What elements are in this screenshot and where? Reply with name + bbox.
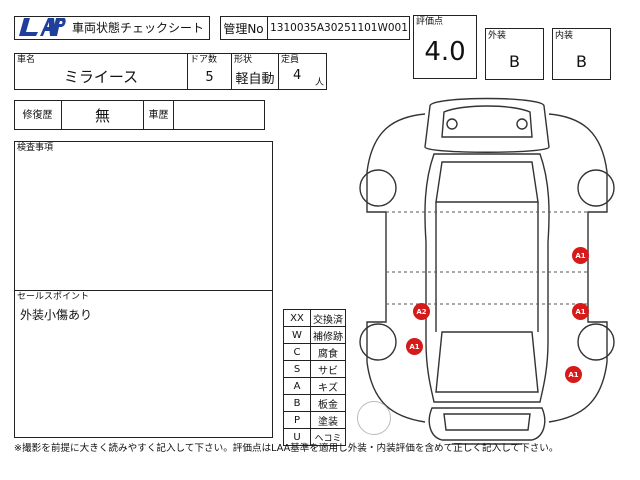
doors-label: ドア数 (190, 55, 218, 65)
legend-code: U (284, 429, 311, 445)
damage-mark: A1 (572, 247, 589, 264)
damage-mark: A2 (413, 303, 430, 320)
legend-code: XX (284, 310, 311, 326)
capacity-label: 定員 (281, 55, 300, 65)
overall-score-box: 評価点 4.0 (413, 15, 477, 79)
car-damage-diagram (359, 97, 615, 445)
legend-row: P 塗装 (283, 411, 346, 428)
doors-value: 5 (205, 69, 214, 85)
capacity-unit: 人 (315, 78, 325, 88)
wheel-rear-left-icon (359, 323, 397, 361)
sheet-title-box (14, 16, 210, 40)
footer-note: ※撮影を前提に大きく読みやすく記入して下さい。評価点はLAA基準を適用し外装・内… (14, 443, 559, 454)
car-name-value: ミライース (63, 67, 139, 86)
legend-code: A (284, 378, 311, 394)
interior-score-value: B (576, 51, 587, 71)
legend-meaning: 補修跡 (313, 331, 343, 343)
exterior-score-value: B (509, 51, 520, 71)
car-left-side (366, 113, 426, 423)
interior-score-label: 内装 (555, 31, 574, 41)
spare-tire-icon (357, 401, 391, 435)
inspection-box: 検査事項 (14, 141, 273, 291)
body-type-cell: 形状 軽自動 (231, 53, 279, 90)
wheel-front-left-icon (359, 169, 397, 207)
body-type-label: 形状 (234, 55, 253, 65)
legend-row: U ヘコミ (283, 428, 346, 446)
legend-code: P (284, 412, 311, 428)
legend-row: A キズ (283, 377, 346, 394)
laa-logo-icon (19, 18, 66, 36)
legend-meaning: 板金 (318, 399, 338, 411)
car-name-cell: 車名 ミライース (14, 53, 188, 90)
history-row (14, 100, 265, 130)
management-no-label: 管理No (220, 16, 268, 40)
capacity-cell: 定員 4 人 (278, 53, 327, 90)
sales-point-box: セールスポイント 外装小傷あり (14, 290, 273, 438)
legend-meaning: サビ (318, 365, 338, 377)
legend-row: S サビ (283, 360, 346, 377)
legend-row: C 腐食 (283, 343, 346, 360)
laa-logo (18, 16, 66, 38)
car-front-view (424, 97, 550, 153)
legend-meaning: 塗装 (318, 416, 338, 428)
exterior-score-box: 外装 B (485, 28, 544, 80)
damage-mark: A1 (572, 303, 589, 320)
wheel-front-right-icon (577, 169, 615, 207)
legend-row: B 板金 (283, 394, 346, 411)
legend-meaning: キズ (318, 382, 338, 394)
car-top-view (424, 153, 550, 403)
sheet-title: 車両状態チェックシート (72, 21, 205, 35)
overall-score-label: 評価点 (416, 17, 444, 27)
legend-row: W 補修跡 (283, 326, 346, 343)
damage-legend-table: XX 交換済 W 補修跡 C 腐食 S サビ A キズ B 板金 P 塗装 U … (283, 309, 346, 446)
repair-history-label: 修復歴 (14, 100, 62, 130)
car-rear-view (428, 407, 546, 441)
sales-point-text: 外装小傷あり (20, 308, 93, 322)
legend-row: XX 交換済 (283, 309, 346, 326)
legend-meaning: ヘコミ (314, 433, 342, 444)
body-type-value: 軽自動 (235, 71, 275, 87)
sales-point-label: セールスポイント (17, 292, 90, 302)
vehicle-history-label: 車歴 (144, 100, 174, 130)
inspection-label: 検査事項 (17, 143, 54, 153)
doors-cell: ドア数 5 (187, 53, 232, 90)
damage-mark: A1 (565, 366, 582, 383)
management-no-value: 1310035A30251101W001 (270, 22, 408, 34)
wheel-rear-right-icon (577, 323, 615, 361)
legend-code: S (284, 361, 311, 377)
capacity-value: 4 (293, 68, 302, 83)
interior-score-box: 内装 B (552, 28, 611, 80)
management-no-box (220, 16, 410, 40)
exterior-score-label: 外装 (488, 31, 507, 41)
damage-mark: A1 (406, 338, 423, 355)
legend-meaning: 腐食 (318, 348, 338, 360)
overall-score-value: 4.0 (424, 37, 466, 67)
legend-code: B (284, 395, 311, 411)
car-name-label: 車名 (17, 55, 36, 65)
repair-history-value: 無 (62, 100, 144, 130)
legend-code: W (284, 327, 311, 343)
legend-meaning: 交換済 (313, 314, 343, 326)
legend-code: C (284, 344, 311, 360)
